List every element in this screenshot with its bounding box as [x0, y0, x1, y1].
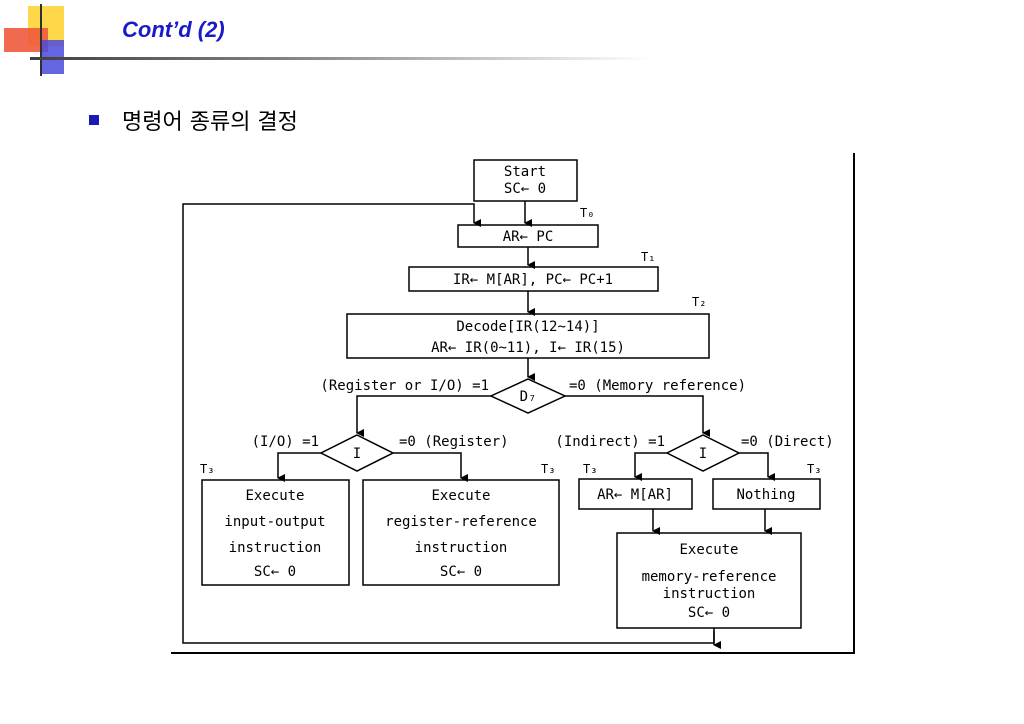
i-left-yes-label: (I/O) =1 [252, 434, 319, 450]
io-label-2: input-output [224, 514, 325, 530]
t3-direct-label: T₃ [807, 462, 821, 476]
fetch-ir-box [408, 266, 659, 292]
t3-register-label: T₃ [541, 462, 555, 476]
i-right-yes-label: (Indirect) =1 [555, 434, 665, 450]
decode-label-1: Decode[IR(12~14)] [456, 319, 599, 335]
corner-line-vertical [40, 4, 42, 76]
start-label-1: Start [504, 164, 546, 180]
i-left-diamond [319, 434, 395, 472]
slide-title: Cont’d (2) [122, 17, 225, 42]
mem-label-2: memory-reference [642, 569, 777, 585]
t3-io-label: T₃ [200, 462, 214, 476]
fetch-ir-label: IR← M[AR], PC← PC+1 [453, 272, 613, 288]
i-left-no-label: =0 (Register) [399, 434, 509, 450]
reg-label-1: Execute [431, 488, 490, 504]
io-label-1: Execute [245, 488, 304, 504]
mem-label-3: instruction [663, 586, 756, 602]
d7-label: D₇ [520, 389, 537, 405]
reg-label-2: register-reference [385, 514, 537, 530]
t1-label: T₁ [641, 250, 655, 264]
i-right-label: I [699, 446, 707, 462]
indirect-label: AR← M[AR] [597, 487, 673, 503]
io-execute-box [201, 479, 350, 586]
reg-label-3: instruction [415, 540, 508, 556]
mem-label-4: SC← 0 [688, 605, 730, 621]
indirect-box [578, 478, 693, 510]
t3-indirect-label: T₃ [583, 462, 597, 476]
register-execute-box [362, 479, 560, 586]
d7-right-label: =0 (Memory reference) [569, 378, 746, 394]
mem-label-1: Execute [679, 542, 738, 558]
decode-label-2: AR← IR(0~11), I← IR(15) [431, 340, 625, 356]
i-left-label: I [353, 446, 361, 462]
memory-execute-box [616, 532, 802, 629]
decode-box [346, 313, 710, 359]
i-right-diamond [665, 434, 741, 472]
t2-label: T₂ [692, 295, 706, 309]
instruction-flowchart: Start SC← 0 T₀ AR← PC T₁ IR← M[AR], PC← … [171, 153, 855, 654]
nothing-label: Nothing [736, 487, 795, 503]
start-label-2: SC← 0 [504, 181, 546, 197]
io-label-4: SC← 0 [254, 564, 296, 580]
nothing-box [712, 478, 821, 510]
start-box [473, 159, 578, 202]
title-divider [30, 57, 650, 60]
io-label-3: instruction [229, 540, 322, 556]
d7-diamond [489, 378, 567, 414]
bullet-square-icon [89, 115, 99, 125]
bullet-text: 명령어 종류의 결정 [122, 110, 298, 135]
fetch-ar-label: AR← PC [503, 229, 554, 245]
d7-left-label: (Register or I/O) =1 [320, 378, 489, 394]
reg-label-4: SC← 0 [440, 564, 482, 580]
i-right-no-label: =0 (Direct) [741, 434, 834, 450]
t0-label: T₀ [580, 206, 594, 220]
